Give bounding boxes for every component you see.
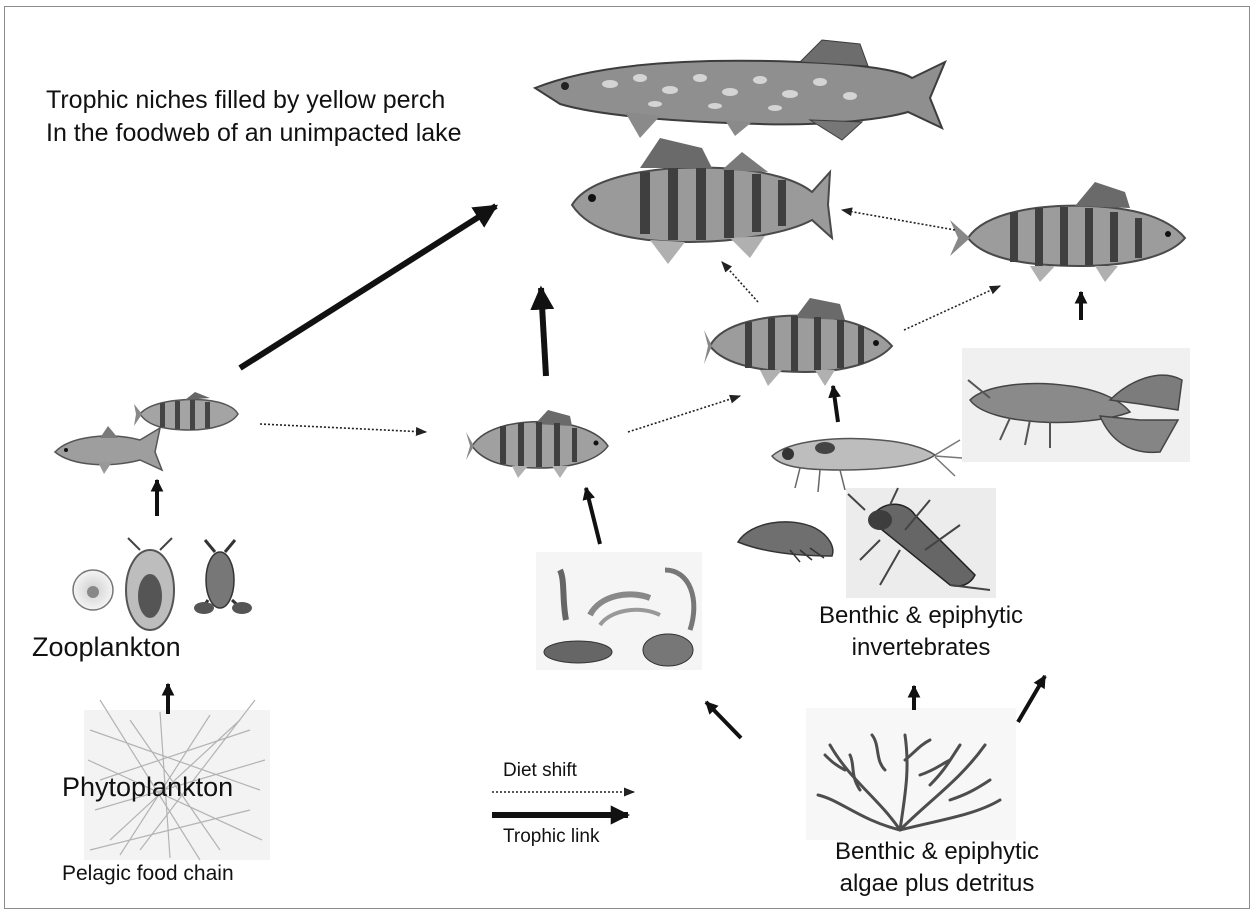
medium-perch-icon [704, 298, 892, 386]
algae-icon [806, 708, 1016, 840]
legend-diet-shift-label: Diet shift [503, 760, 577, 782]
small-perch-icon [466, 410, 608, 478]
title-line-2: In the foodweb of an unimpacted lake [46, 117, 462, 150]
large-perch-icon [572, 138, 832, 264]
small-benthos-icon [536, 552, 702, 670]
diet-shift-arrow [628, 396, 740, 432]
crayfish-icon [962, 348, 1190, 462]
benthic-invertebrates-line-2: invertebrates [792, 632, 1050, 664]
title-line-1: Trophic niches filled by yellow perch [46, 84, 462, 117]
legend [492, 792, 634, 815]
trophic-link-arrow [240, 206, 496, 368]
diagram-title: Trophic niches filled by yellow perch In… [46, 84, 462, 150]
legend-trophic-link-label: Trophic link [503, 826, 599, 848]
zooplankton-label: Zooplankton [32, 632, 181, 663]
trophic-link-arrow [833, 386, 838, 422]
trophic-link-arrow [706, 702, 741, 738]
large-perch-right-icon [950, 182, 1185, 282]
diet-shift-arrow [904, 286, 1000, 330]
zooplankton-icon [73, 538, 252, 630]
trophic-link-arrow [586, 488, 600, 544]
benthic-invertebrates-line-1: Benthic & epiphytic [792, 600, 1050, 632]
benthic-invertebrates-label: Benthic & epiphytic invertebrates [792, 600, 1050, 664]
diet-shift-arrow [722, 262, 758, 302]
benthic-algae-line-1: Benthic & epiphytic [806, 836, 1068, 868]
trophic-link-arrow [1018, 676, 1045, 722]
juvenile-perch-icon [134, 392, 238, 430]
diet-shift-arrow [842, 210, 955, 230]
trophic-link-arrow [541, 288, 546, 376]
benthic-algae-line-2: algae plus detritus [806, 868, 1068, 900]
pelagic-chain-label: Pelagic food chain [62, 862, 234, 886]
benthic-algae-label: Benthic & epiphytic algae plus detritus [806, 836, 1068, 900]
amphipod-icon [738, 522, 833, 562]
phytoplankton-label: Phytoplankton [62, 772, 233, 803]
forage-fish-icon [55, 426, 162, 474]
northern-pike-icon [535, 40, 945, 140]
diet-shift-arrow [260, 424, 426, 432]
mayfly-nymph-icon [846, 488, 996, 598]
insect-larva-icon [772, 439, 962, 492]
